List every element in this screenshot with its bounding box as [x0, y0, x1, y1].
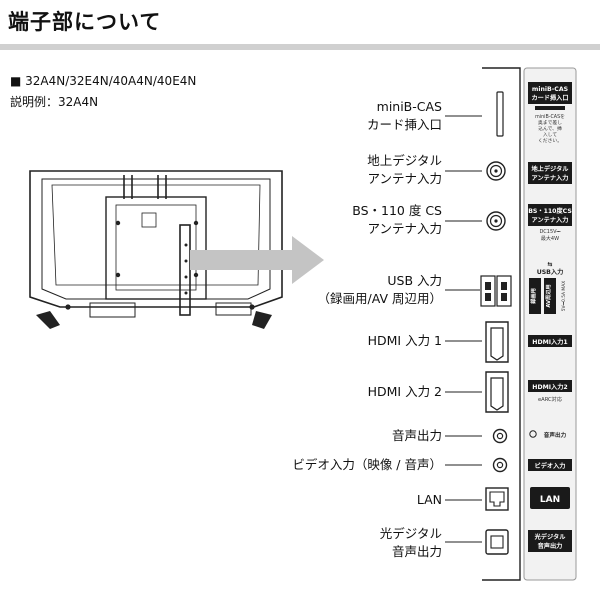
side-optical-line1: 光デジタル [534, 533, 567, 541]
pointer-arrow-icon [190, 236, 324, 284]
page-title: 端子部について [8, 10, 162, 34]
usb-symbol-icon: ⇆ [547, 261, 552, 268]
side-lan: LAN [540, 495, 560, 505]
bs-cs-antenna-jack-icon [486, 211, 506, 231]
side-label-panel [523, 67, 577, 581]
side-usb-av: AV周辺用 [544, 284, 552, 307]
side-minib-cas-note4: 入して [543, 132, 557, 138]
side-bs-cs-power2: 最大4W [541, 235, 559, 242]
side-minib-cas-note2: 奥まで差し [538, 119, 562, 126]
hdmi1-port-icon [485, 321, 509, 363]
side-minib-cas-note5: ください。 [538, 137, 562, 144]
side-bs-cs-line1: BS・110度CS [528, 207, 572, 215]
headphone-icon [529, 430, 537, 438]
side-audio-out: 音声出力 [544, 431, 567, 439]
side-video-in: ビデオ入力 [535, 462, 566, 470]
side-usb-rec: 録画用 [529, 288, 537, 304]
lan-port-icon [485, 487, 509, 511]
side-terrestrial-line2: アンテナ入力 [532, 174, 569, 182]
label-usb: USB 入力（録画用/AV 周辺用） [317, 273, 443, 306]
label-optical-out: 光デジタル音声出力 [379, 526, 442, 559]
side-hdmi2-earc: eARC対応 [538, 395, 563, 403]
audio-out-jack-icon [492, 428, 508, 444]
label-audio-out: 音声出力 [391, 428, 442, 443]
title-underline [0, 44, 600, 50]
side-minib-cas-line1: miniB-CAS [532, 86, 568, 93]
terrestrial-antenna-jack-icon [486, 161, 506, 181]
label-lan: LAN [416, 492, 442, 507]
model-list: ■ 32A4N/32E4N/40A4N/40E4N [10, 74, 197, 88]
side-minib-cas-note3: 込んで、挿 [538, 125, 562, 132]
optical-out-port-icon [485, 529, 509, 555]
side-minib-cas-line2: カード挿入口 [531, 94, 568, 102]
label-hdmi1: HDMI 入力 1 [367, 333, 442, 348]
side-terrestrial-line1: 地上デジタル [531, 165, 569, 173]
side-hdmi1: HDMI入力1 [532, 338, 567, 346]
label-terrestrial-antenna: 地上デジタルアンテナ入力 [367, 153, 442, 186]
side-hdmi2: HDMI入力2 [532, 383, 567, 391]
video-in-jack-icon [492, 457, 508, 473]
example-model: 説明例：32A4N [10, 95, 99, 109]
usb-ports-icon [480, 275, 512, 307]
hdmi2-port-icon [485, 371, 509, 413]
side-bs-cs-power1: DC15V⎓ [539, 229, 560, 235]
side-usb-spec: 5V⎓0.5A MAX [561, 281, 567, 311]
minib-cas-slot-icon [496, 91, 504, 137]
side-minib-cas-note1: miniB-CASを [535, 113, 565, 120]
side-bs-cs-line2: アンテナ入力 [532, 216, 569, 224]
label-hdmi2: HDMI 入力 2 [367, 384, 442, 399]
side-optical-line2: 音声出力 [538, 542, 563, 550]
label-video-in: ビデオ入力（映像 / 音声） [292, 457, 442, 472]
side-usb: USB入力 [537, 268, 564, 276]
